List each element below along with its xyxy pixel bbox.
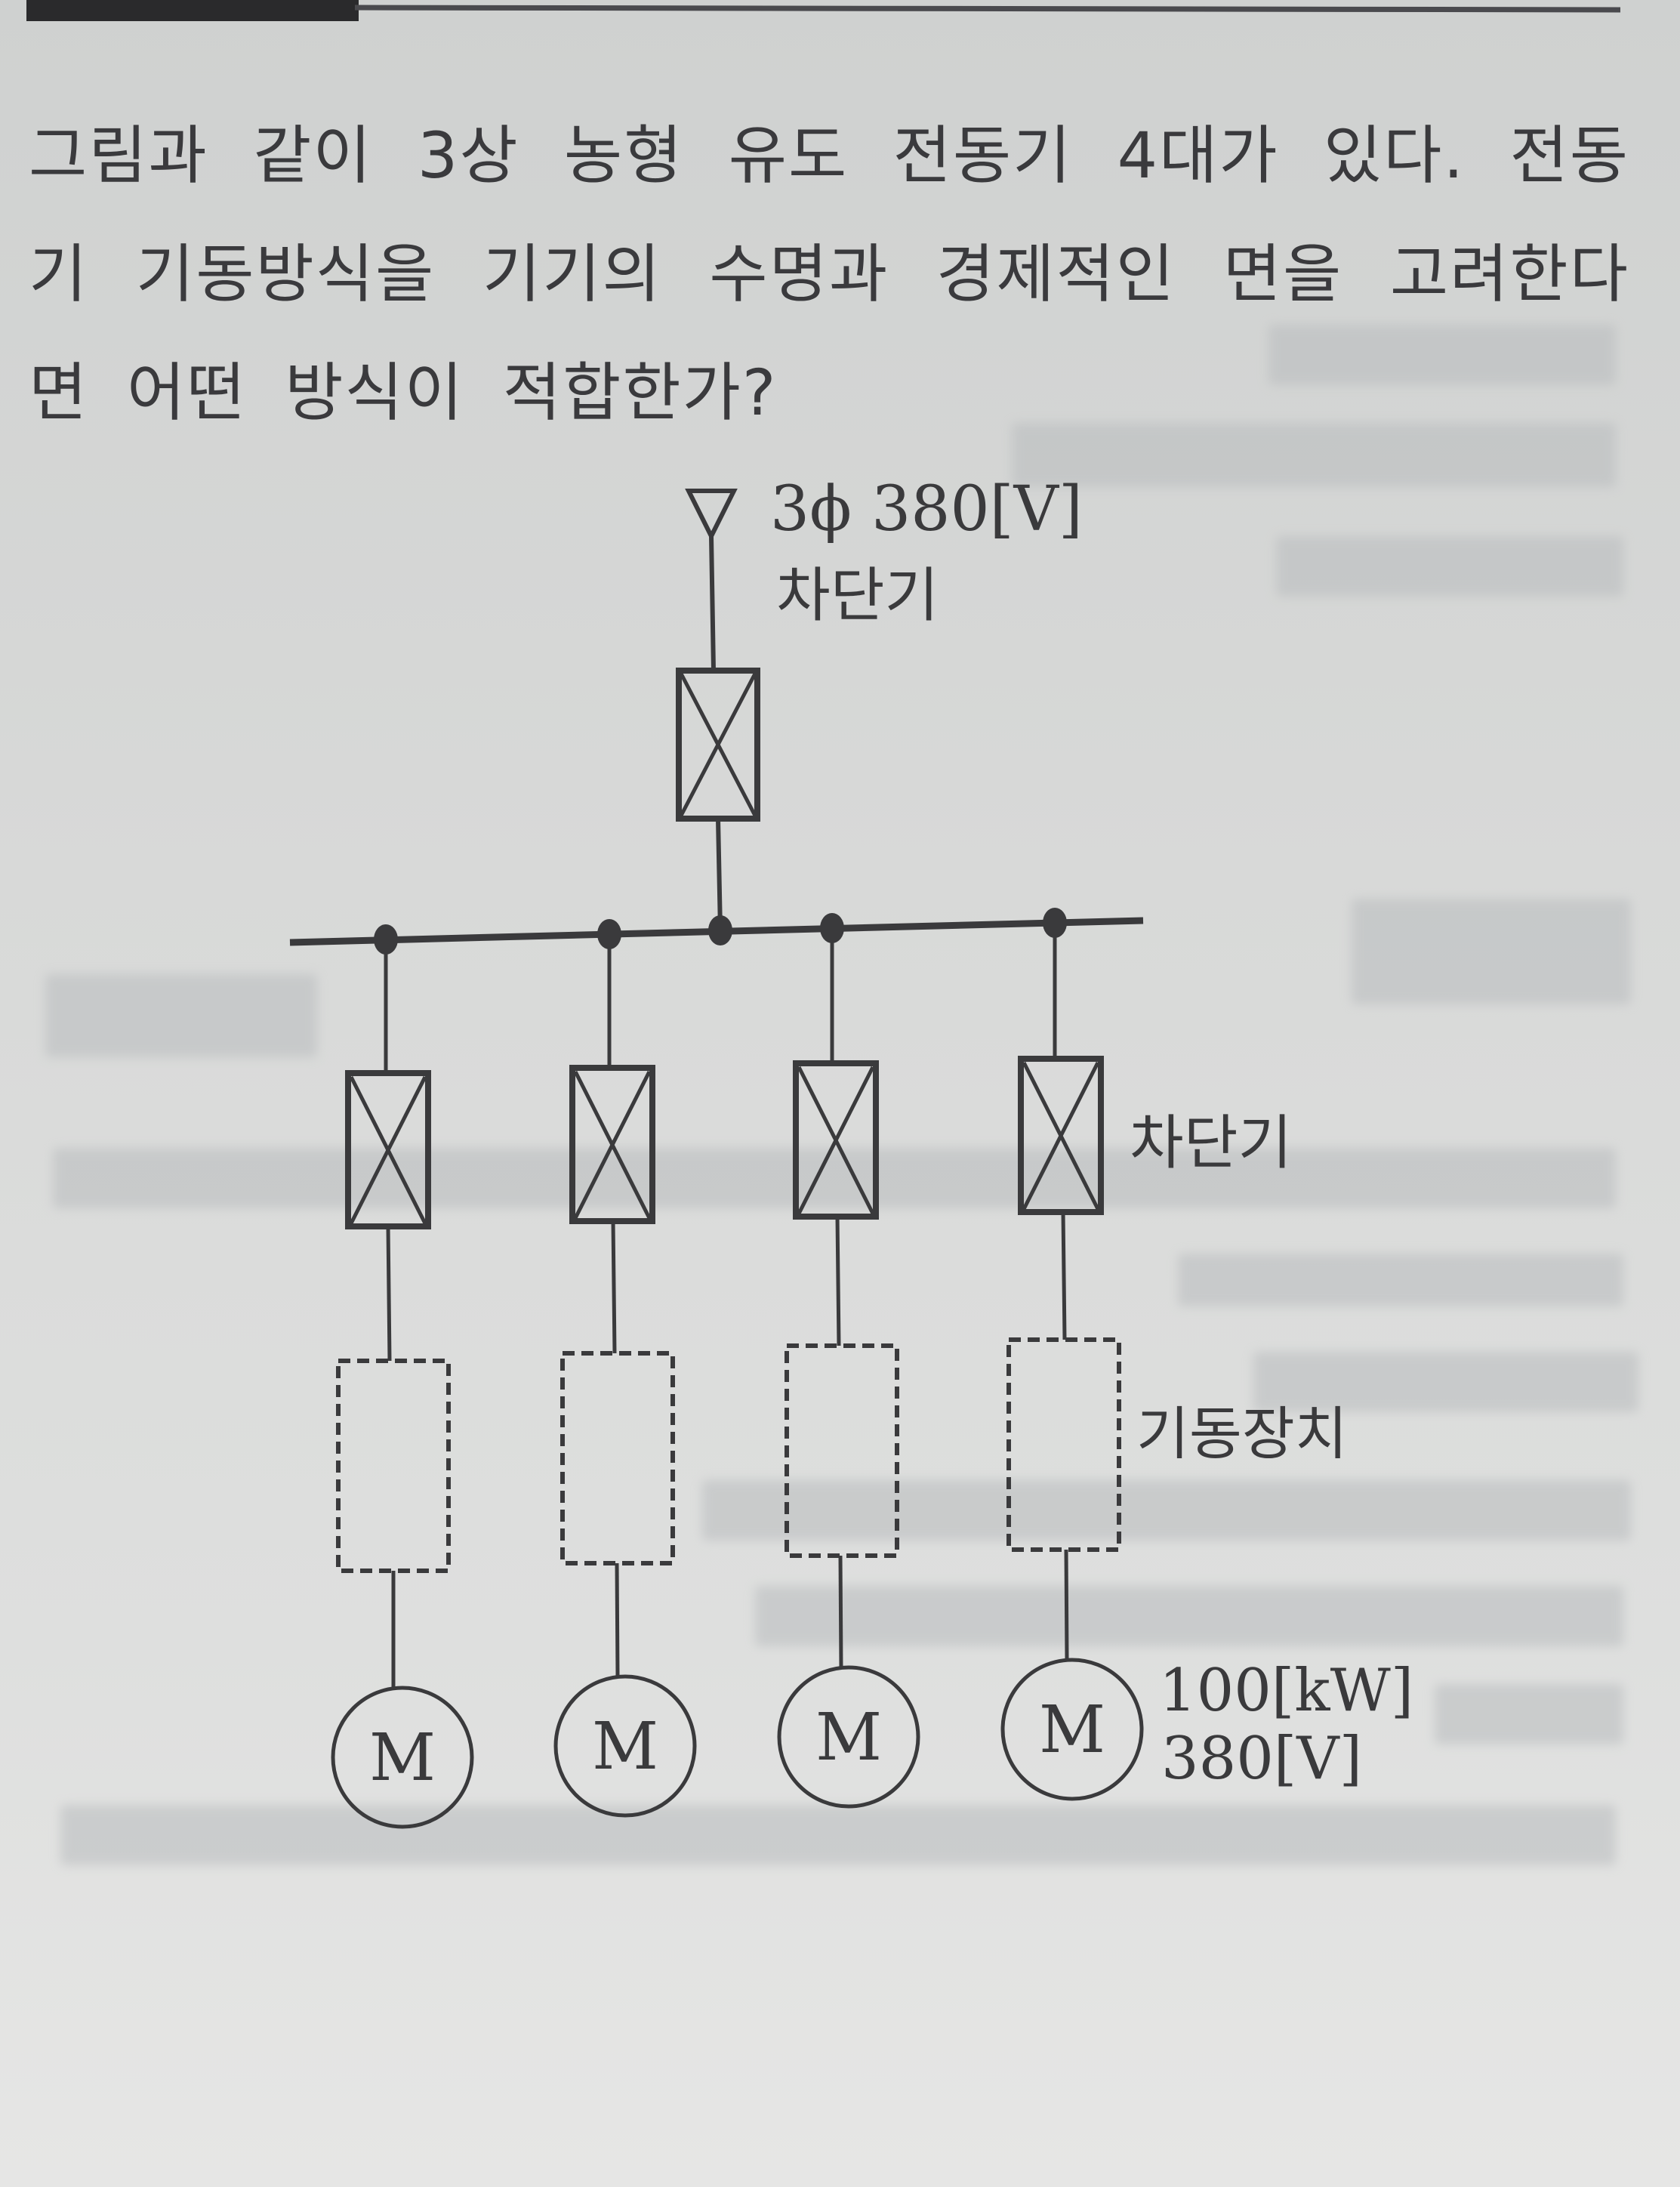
bleed-through-text [1178,1254,1623,1306]
branch-4 [1000,923,1144,1801]
branch-2 [553,934,697,1818]
bleed-through-text [53,1148,1616,1208]
bleed-through-text [1435,1684,1623,1744]
question-text: 그림과 같이 3상 농형 유도 전동기 4대가 있다. 전동기 기동방식을 기기… [29,119,1629,430]
bleed-through-text [1268,325,1616,385]
branch-1 [331,939,474,1829]
bleed-through-text [1276,536,1623,597]
branch-3 [777,928,920,1809]
header-dark-block [26,0,359,21]
starter-label: 기동장치 [1136,1400,1348,1467]
bleed-through-text [45,974,317,1057]
source-label: 3ϕ 380[V] [770,473,1083,545]
source-triangle-icon [685,489,738,541]
motor-2-label: M [592,1709,658,1784]
motor-rating-voltage: 380[V] [1161,1725,1362,1793]
motor-icon [553,1674,697,1818]
bleed-through-text [1012,423,1616,487]
motor-icon [1000,1658,1144,1801]
bleed-through-text [1253,1352,1638,1412]
motor-icon [777,1665,920,1809]
motor-4-label: M [1039,1692,1105,1768]
motor-3-label: M [815,1700,882,1775]
main-breaker-label: 차단기 [776,562,939,630]
bleed-through-text [60,1805,1616,1865]
bleed-through-text [1352,899,1631,1004]
motor-1-label: M [369,1720,436,1796]
branch-breaker-label: 차단기 [1130,1109,1292,1177]
bleed-through-text [755,1586,1623,1646]
main-breaker-icon [676,668,760,822]
motor-icon [331,1686,474,1829]
motor-rating-power: 100[kW] [1159,1657,1413,1725]
bleed-through-text [702,1480,1631,1541]
